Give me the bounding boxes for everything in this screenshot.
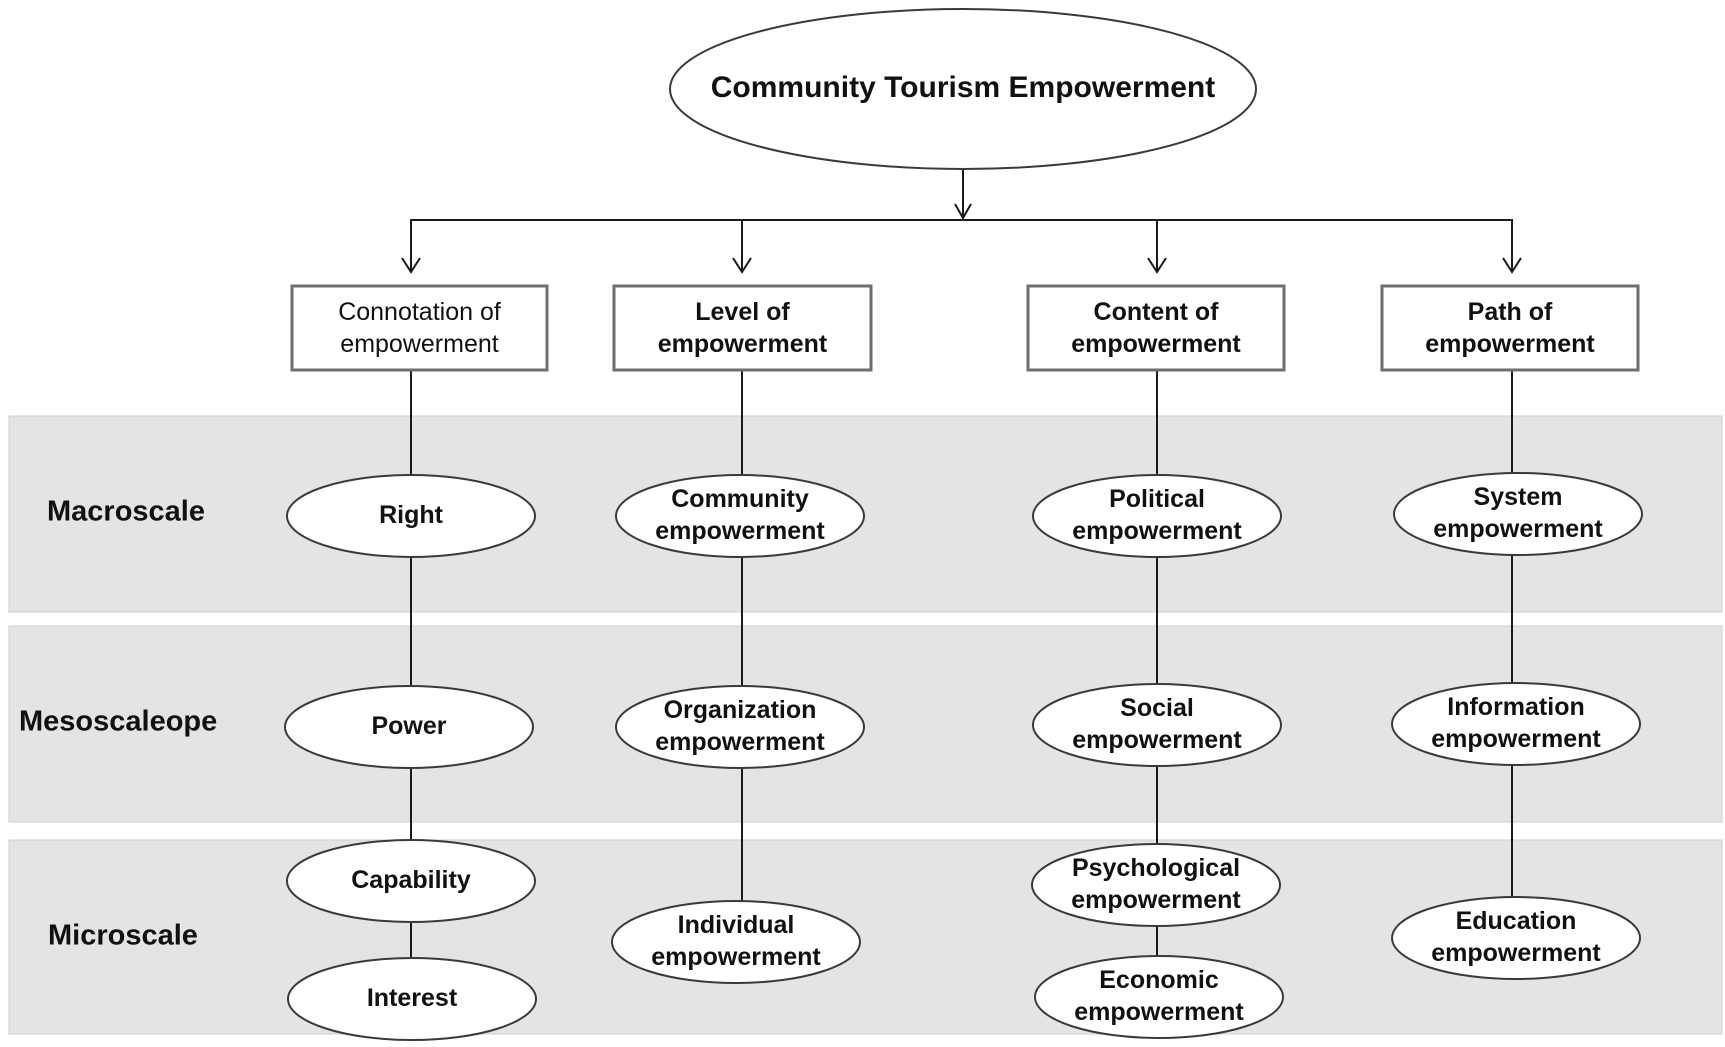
node-social bbox=[1032, 683, 1282, 767]
column-header-box-4 bbox=[1380, 284, 1640, 372]
node-system bbox=[1393, 472, 1643, 556]
node-individual bbox=[611, 900, 861, 984]
column-header-box-3 bbox=[1026, 284, 1286, 372]
root-ellipse bbox=[669, 8, 1257, 170]
column-header-box-1 bbox=[290, 284, 549, 372]
root-label: Community Tourism Empowerment bbox=[711, 71, 1216, 104]
node-label-power: Power bbox=[371, 712, 446, 740]
node-information bbox=[1391, 682, 1641, 766]
column-arrow-head-4 bbox=[1502, 257, 1522, 274]
node-right bbox=[286, 474, 536, 558]
node-political bbox=[1032, 474, 1282, 558]
node-interest bbox=[287, 957, 537, 1041]
scale-label-mesoscaleope: Mesoscaleope bbox=[19, 706, 217, 738]
column-header-box-2 bbox=[612, 284, 873, 372]
column-arrow-head-2 bbox=[732, 257, 752, 274]
node-capability bbox=[286, 839, 536, 923]
node-power bbox=[284, 685, 534, 769]
node-psychological bbox=[1031, 843, 1281, 927]
node-community bbox=[615, 474, 865, 558]
node-label-capability: Capability bbox=[351, 866, 471, 894]
column-arrow-head-3 bbox=[1147, 257, 1167, 274]
root-arrow-head bbox=[954, 203, 972, 221]
node-economic bbox=[1034, 955, 1284, 1039]
scale-label-macroscale: Macroscale bbox=[47, 496, 205, 528]
node-education bbox=[1391, 896, 1641, 980]
node-label-right: Right bbox=[379, 501, 444, 529]
node-label-interest: Interest bbox=[367, 984, 458, 1012]
scale-label-microscale: Microscale bbox=[48, 920, 198, 952]
node-organization bbox=[615, 685, 865, 769]
column-arrow-head-1 bbox=[401, 257, 421, 274]
